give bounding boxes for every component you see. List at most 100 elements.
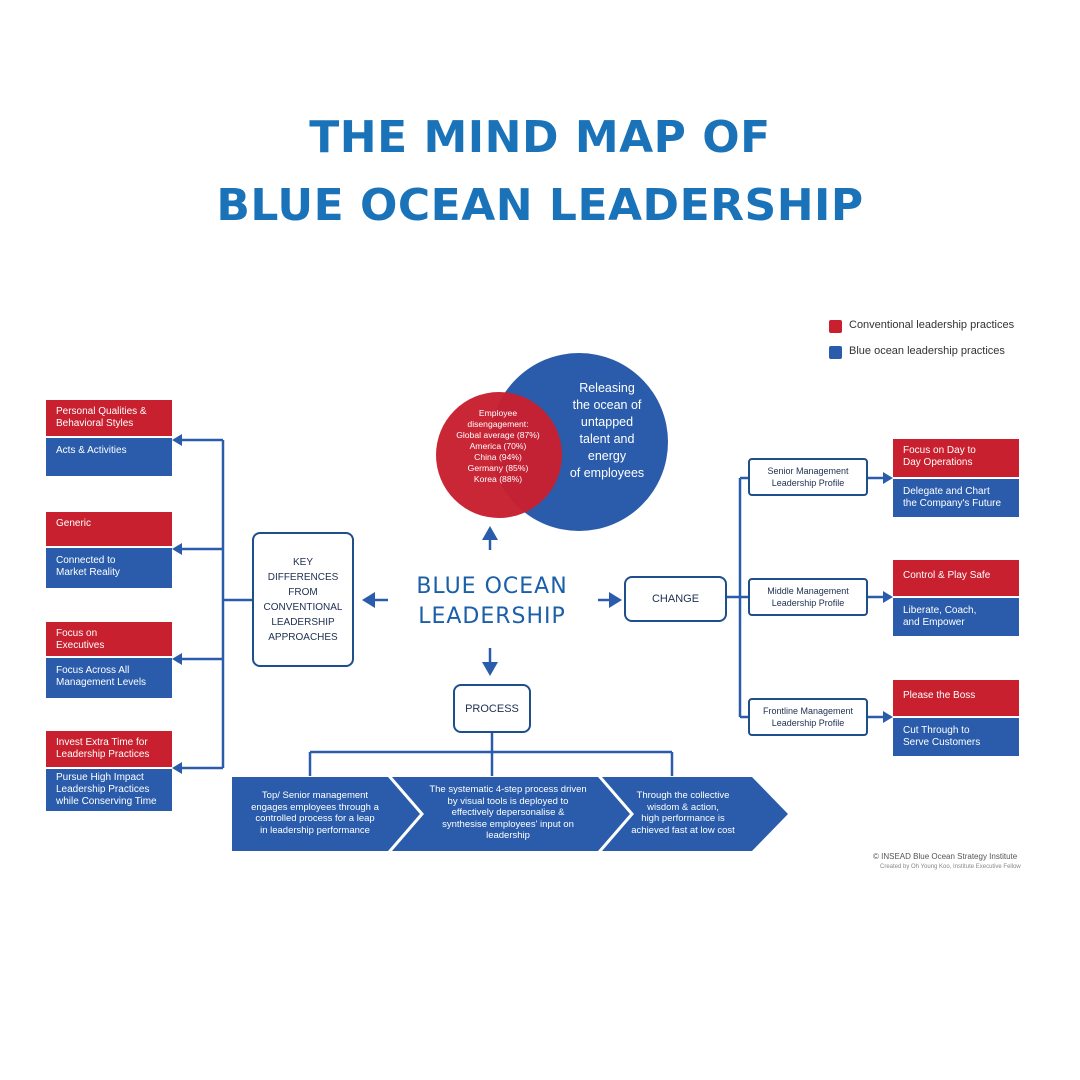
right-card-red-2: Control & Play Safe bbox=[893, 560, 1019, 596]
credit-text: Created by Oh Young Koo, Institute Execu… bbox=[880, 864, 1021, 870]
process-line: controlled process for a leap bbox=[255, 813, 375, 824]
red-circle-line: Global average (87%) bbox=[456, 430, 540, 440]
red-circle-line: Germany (85%) bbox=[467, 463, 529, 473]
process-line: Through the collective bbox=[636, 790, 730, 801]
right-card-red-3: Please the Boss bbox=[893, 680, 1019, 716]
copyright-text: © INSEAD Blue Ocean Strategy Institute bbox=[873, 852, 1018, 861]
card-line: Leadership Practices bbox=[56, 784, 150, 795]
center-title-line2: LEADERSHIP bbox=[418, 604, 566, 629]
process-line: high performance is bbox=[641, 813, 725, 824]
center-title: BLUE OCEAN LEADERSHIP bbox=[394, 572, 590, 632]
legend-label-conventional: Conventional leadership practices bbox=[849, 319, 1015, 331]
left-card-red-2: Generic bbox=[46, 512, 172, 546]
card-line: Personal Qualities & bbox=[56, 406, 147, 417]
process-line: Top/ Senior management bbox=[261, 790, 369, 801]
card-line: Day Operations bbox=[903, 457, 973, 468]
right-card-blue-1: Delegate and Chart the Company's Future bbox=[893, 479, 1019, 517]
key-differences-line: APPROACHES bbox=[268, 631, 338, 643]
page-title-line2: BLUE OCEAN LEADERSHIP bbox=[216, 180, 864, 231]
legend-swatch-conventional bbox=[829, 320, 842, 333]
right-card-red-1: Focus on Day to Day Operations bbox=[893, 439, 1019, 477]
left-card-blue-4: Pursue High Impact Leadership Practices … bbox=[46, 769, 172, 811]
key-differences-line: DIFFERENCES bbox=[267, 571, 339, 583]
card-line: Focus Across All bbox=[56, 665, 130, 676]
card-line: Market Reality bbox=[56, 567, 120, 578]
profile-line: Leadership Profile bbox=[771, 718, 845, 728]
profile-box-middle: Middle Management Leadership Profile bbox=[748, 578, 868, 616]
left-card-red-1: Personal Qualities & Behavioral Styles bbox=[46, 400, 172, 436]
key-differences-line: LEADERSHIP bbox=[271, 616, 335, 628]
process-step-1-text: Top/ Senior management engages employees… bbox=[240, 790, 390, 836]
left-card-red-3: Focus on Executives bbox=[46, 622, 172, 656]
process-line: achieved fast at low cost bbox=[631, 824, 735, 836]
red-circle-text: Employee disengagement: Global average (… bbox=[442, 408, 554, 485]
card-line: Serve Customers bbox=[903, 737, 981, 748]
red-circle-line: Employee bbox=[478, 408, 518, 418]
key-differences-line: KEY bbox=[292, 556, 313, 568]
card-line: Control & Play Safe bbox=[903, 570, 991, 581]
card-line: Focus on Day to bbox=[903, 445, 976, 456]
change-label: CHANGE bbox=[651, 593, 700, 605]
card-line: Connected to bbox=[56, 555, 116, 566]
red-circle-line: China (94%) bbox=[474, 452, 522, 462]
left-card-blue-1: Acts & Activities bbox=[46, 438, 172, 476]
key-differences-box: KEY DIFFERENCES FROM CONVENTIONAL LEADER… bbox=[252, 532, 354, 667]
legend-label-blue-ocean: Blue ocean leadership practices bbox=[849, 345, 1005, 357]
blue-circle-line: talent and energy bbox=[579, 432, 635, 463]
process-line: wisdom & action, bbox=[647, 801, 719, 813]
right-card-blue-3: Cut Through to Serve Customers bbox=[893, 718, 1019, 756]
process-step-2-shape bbox=[392, 777, 630, 851]
process-line: leadership bbox=[486, 830, 530, 841]
key-differences-line: FROM bbox=[288, 586, 318, 598]
card-line: Delegate and Chart bbox=[903, 486, 990, 497]
change-box: CHANGE bbox=[624, 576, 727, 622]
card-line: and Empower bbox=[903, 617, 965, 628]
legend-swatch-blue-ocean bbox=[829, 346, 842, 359]
card-line: Pursue High Impact bbox=[56, 772, 144, 783]
card-line: Behavioral Styles bbox=[56, 418, 134, 429]
blue-circle-line: of employees bbox=[569, 466, 645, 480]
card-line: Executives bbox=[56, 640, 105, 651]
card-line: Management Levels bbox=[56, 677, 147, 688]
blue-circle-text: Releasing the ocean of untapped talent a… bbox=[563, 380, 651, 482]
process-step-1-shape bbox=[232, 777, 420, 851]
profile-line: Frontline Management bbox=[762, 706, 854, 716]
process-label: PROCESS bbox=[465, 702, 519, 715]
left-card-blue-2: Connected to Market Reality bbox=[46, 548, 172, 588]
card-line: while Conserving Time bbox=[56, 796, 157, 807]
center-title-line1: BLUE OCEAN bbox=[416, 574, 568, 599]
process-line: synthesise employees' input on bbox=[442, 818, 574, 830]
card-line: Please the Boss bbox=[903, 690, 976, 701]
process-line: by visual tools is deployed to bbox=[447, 795, 569, 807]
process-step-3-text: Through the collective wisdom & action, … bbox=[624, 790, 742, 836]
red-circle-line: disengagement: bbox=[467, 419, 529, 429]
red-circle-line: Korea (88%) bbox=[473, 474, 523, 484]
profile-line: Senior Management bbox=[767, 466, 849, 476]
blue-circle-line: the ocean of bbox=[572, 398, 642, 412]
left-card-blue-3: Focus Across All Management Levels bbox=[46, 658, 172, 698]
process-line: effectively depersonalise & bbox=[451, 807, 565, 818]
blue-circle-line: Releasing bbox=[579, 381, 635, 395]
card-line: Invest Extra Time for bbox=[56, 737, 148, 748]
page-title-line1: THE MIND MAP OF bbox=[309, 112, 771, 163]
card-line: Acts & Activities bbox=[56, 445, 127, 456]
card-line: Liberate, Coach, bbox=[903, 605, 977, 616]
card-line: Cut Through to bbox=[903, 725, 970, 736]
card-line: the Company's Future bbox=[903, 498, 1002, 509]
process-step-3-shape bbox=[602, 777, 788, 851]
process-line: The systematic 4-step process driven bbox=[429, 784, 587, 795]
profile-box-frontline: Frontline Management Leadership Profile bbox=[748, 698, 868, 736]
blue-circle-line: untapped bbox=[580, 415, 634, 429]
disengagement-circle bbox=[436, 392, 562, 518]
process-box: PROCESS bbox=[453, 684, 531, 733]
process-step-2-text: The systematic 4-step process driven by … bbox=[416, 784, 600, 842]
card-line: Leadership Practices bbox=[56, 749, 150, 760]
process-line: in leadership performance bbox=[260, 824, 370, 836]
key-differences-line: CONVENTIONAL bbox=[263, 601, 343, 613]
right-card-blue-2: Liberate, Coach, and Empower bbox=[893, 598, 1019, 636]
red-circle-line: America (70%) bbox=[469, 441, 527, 451]
process-line: engages employees through a bbox=[251, 801, 379, 813]
left-card-red-4: Invest Extra Time for Leadership Practic… bbox=[46, 731, 172, 767]
profile-box-senior: Senior Management Leadership Profile bbox=[748, 458, 868, 496]
